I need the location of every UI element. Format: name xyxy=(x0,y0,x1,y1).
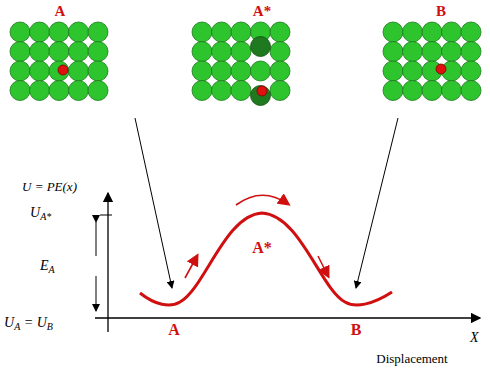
atom xyxy=(10,61,30,81)
bracket xyxy=(96,276,97,311)
atom xyxy=(442,81,462,101)
y-axis xyxy=(107,193,108,332)
axis-label: UA* xyxy=(30,206,51,222)
axis-label: UA = UB xyxy=(4,316,53,332)
atom xyxy=(30,61,50,81)
atom xyxy=(231,42,251,62)
interstitial-atom xyxy=(58,65,68,75)
atom xyxy=(49,61,69,81)
atom xyxy=(383,81,403,101)
panel-title: A* xyxy=(253,4,271,19)
atom xyxy=(192,61,212,81)
atom xyxy=(270,22,290,42)
interstitial-atom xyxy=(436,64,446,74)
motion-arrow xyxy=(318,256,328,276)
leader-line xyxy=(135,118,172,288)
atom xyxy=(383,42,403,62)
panel-title: A xyxy=(55,4,66,19)
atom xyxy=(10,81,30,101)
tick xyxy=(100,215,112,216)
atom xyxy=(461,22,481,42)
leader-line xyxy=(356,118,398,288)
atom xyxy=(251,61,271,81)
atom xyxy=(231,61,251,81)
atom xyxy=(403,42,423,62)
atom xyxy=(270,61,290,81)
interstitial-atom xyxy=(257,86,267,96)
atom xyxy=(461,42,481,62)
axis-label: A* xyxy=(252,240,272,256)
atom xyxy=(88,61,108,81)
atom xyxy=(30,22,50,42)
atom xyxy=(442,42,462,62)
atom xyxy=(422,42,442,62)
atom xyxy=(231,22,251,42)
axis-label: U = PE(x) xyxy=(22,180,77,193)
axis-label: B xyxy=(351,322,362,338)
atom xyxy=(212,81,232,101)
atom xyxy=(383,22,403,42)
atom xyxy=(461,81,481,101)
atom xyxy=(88,22,108,42)
displaced-atom xyxy=(251,37,271,57)
atom xyxy=(383,61,403,81)
motion-arrow xyxy=(185,256,197,278)
atom xyxy=(49,22,69,42)
axis-label: X xyxy=(470,331,479,345)
atom xyxy=(30,42,50,62)
motion-arrow xyxy=(236,195,288,205)
axis-label: EA xyxy=(40,259,55,275)
atom xyxy=(69,42,89,62)
atom xyxy=(422,81,442,101)
lattice-panels xyxy=(10,22,481,106)
atom xyxy=(69,61,89,81)
atom xyxy=(30,81,50,101)
atom xyxy=(270,42,290,62)
atom xyxy=(88,42,108,62)
energy-curve xyxy=(140,213,392,305)
x-axis xyxy=(95,317,480,318)
atom xyxy=(403,22,423,42)
atom xyxy=(231,81,251,101)
atom xyxy=(49,81,69,101)
atom xyxy=(192,81,212,101)
atom xyxy=(192,22,212,42)
atom xyxy=(403,61,423,81)
atom xyxy=(422,22,442,42)
atom xyxy=(442,22,462,42)
atom xyxy=(88,81,108,101)
atom xyxy=(270,81,290,101)
atom xyxy=(461,61,481,81)
atom xyxy=(212,22,232,42)
atom xyxy=(212,42,232,62)
axis-label: Displacement xyxy=(376,352,447,365)
atom xyxy=(69,81,89,101)
atom xyxy=(10,42,30,62)
bracket xyxy=(96,222,97,256)
panel-title: B xyxy=(436,4,446,19)
atom xyxy=(212,61,232,81)
atom xyxy=(10,22,30,42)
displaced-atom xyxy=(251,86,271,106)
atom xyxy=(403,81,423,101)
atom xyxy=(69,22,89,42)
axis-label: A xyxy=(168,322,180,338)
atom xyxy=(192,42,212,62)
atom xyxy=(49,42,69,62)
